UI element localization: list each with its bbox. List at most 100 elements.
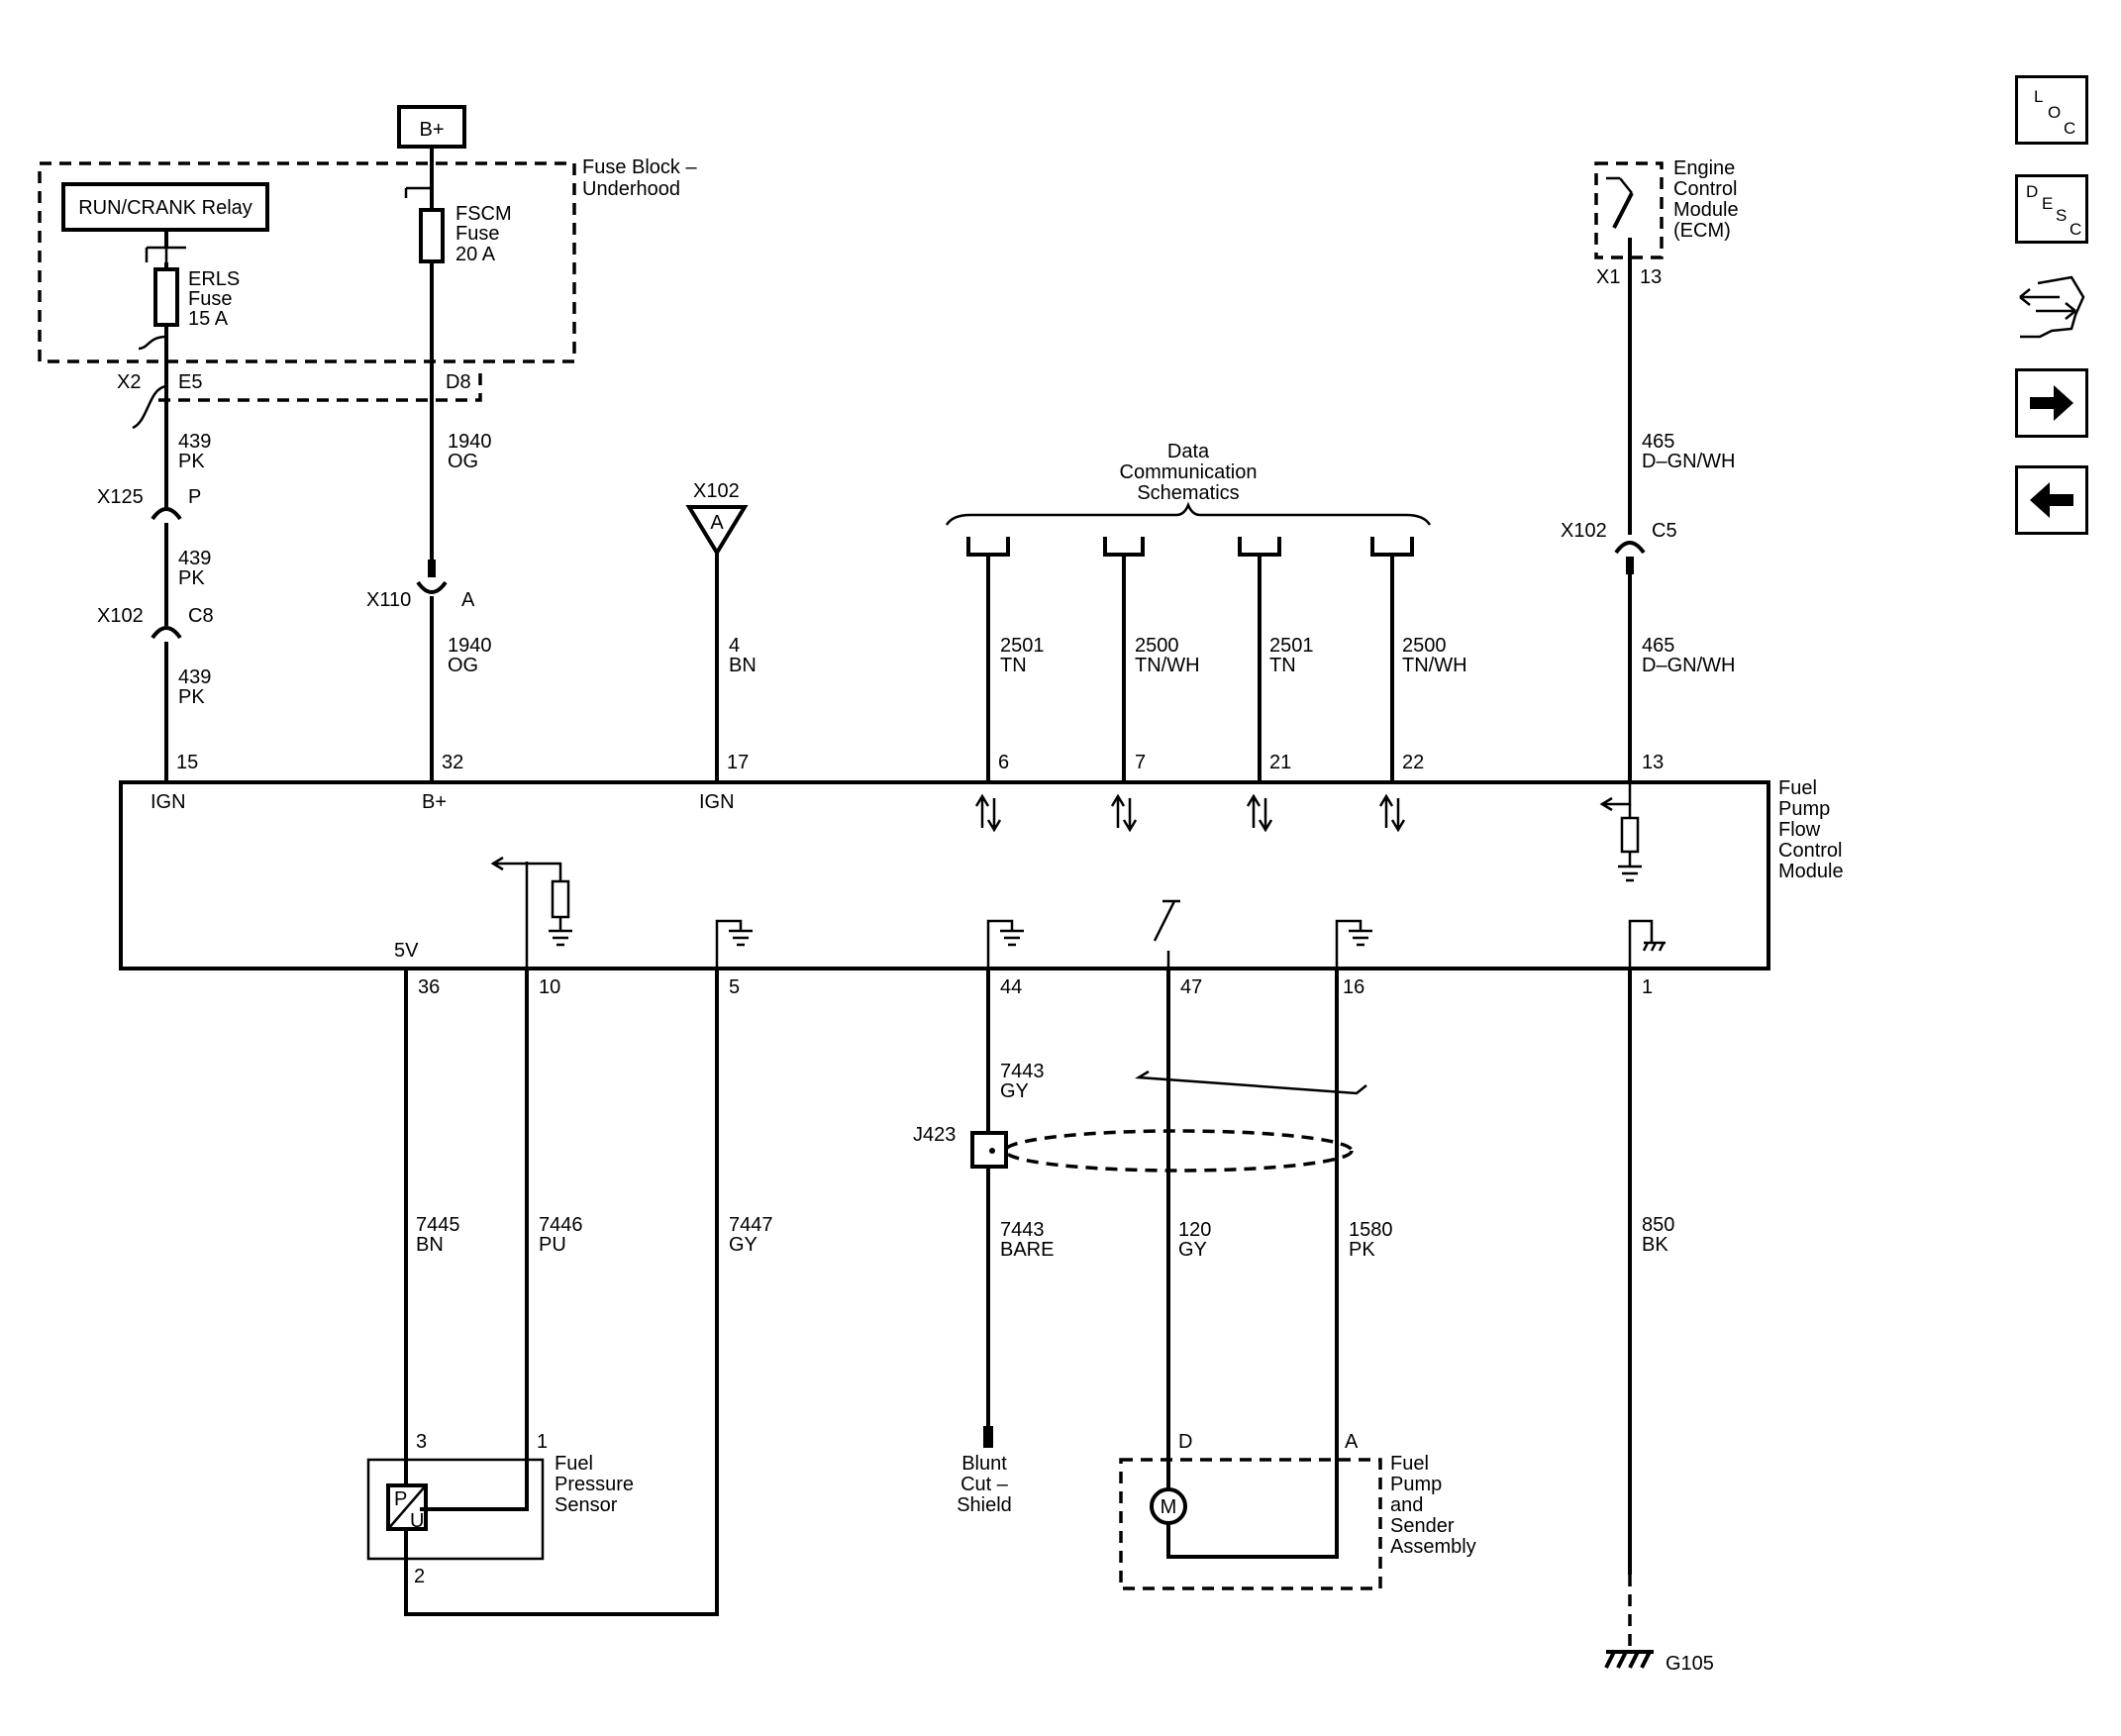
shield-label-3: Shield	[957, 1494, 1012, 1516]
sensor-pin-2: 2	[414, 1566, 425, 1587]
w1940a-num: 1940	[448, 431, 492, 453]
w7443b-num: 7443	[1000, 1219, 1045, 1241]
j423-splice: J423	[913, 1124, 1008, 1169]
conn-x2: X2	[117, 371, 141, 393]
fscm-label-3: 20 A	[455, 244, 496, 265]
ecm: Engine Control Module (ECM) X1 13	[1594, 157, 1739, 288]
fscm-label-2: Fuse	[455, 223, 499, 245]
conn-j423: J423	[913, 1124, 956, 1146]
serial-data-arrows	[974, 793, 1406, 833]
pin-top-17: 17	[727, 752, 749, 773]
conn-c8: C8	[188, 605, 214, 627]
w850-num: 850	[1642, 1214, 1674, 1236]
label-ign-1: IGN	[151, 791, 186, 813]
description-button[interactable]: D E S C	[2015, 174, 2088, 244]
twisted-pair-shield	[1003, 1129, 1354, 1173]
module-pullup-ecm	[1599, 782, 1642, 882]
fuel-pump-flow-control-module	[119, 780, 1770, 970]
w465a-color: D–GN/WH	[1642, 451, 1735, 472]
ecm-label-4: (ECM)	[1673, 220, 1731, 242]
x125-connector	[151, 507, 182, 521]
pump-label-5: Assembly	[1390, 1536, 1476, 1558]
pin-top-15: 15	[176, 752, 198, 773]
shield-label-1: Blunt	[961, 1453, 1007, 1475]
conn-c5: C5	[1652, 520, 1677, 542]
fuel-pump-sender-assembly: M D A Fuel Pump and Sender Assembly	[1119, 1431, 1476, 1590]
w2501a-color: TN	[1000, 655, 1027, 676]
previous-arrow-icon	[2030, 482, 2073, 518]
w439b-color: PK	[178, 567, 205, 589]
w2501b-color: TN	[1269, 655, 1296, 676]
conn-x125-pin: P	[188, 486, 201, 508]
pin-top-6: 6	[998, 752, 1009, 773]
label-ign-2: IGN	[699, 791, 735, 813]
w2501b-num: 2501	[1269, 635, 1314, 657]
data-comm-bracket	[945, 501, 1432, 526]
next-arrow-icon	[2030, 385, 2073, 421]
previous-button[interactable]	[2015, 465, 2088, 535]
w850-color: BK	[1642, 1234, 1668, 1256]
pin-bottom-5: 5	[729, 976, 740, 998]
module-ground-pin5	[715, 919, 753, 969]
module-label-5: Module	[1778, 861, 1844, 882]
w439b-num: 439	[178, 548, 211, 569]
x102-c5-connector	[1614, 541, 1646, 555]
fuse-block-label-2: Underhood	[582, 178, 680, 200]
desc-letter-c: C	[2070, 220, 2082, 239]
sensor-label-3: Sensor	[555, 1494, 618, 1516]
module-ground-pin16	[1335, 919, 1372, 969]
pump-motor-m: M	[1161, 1496, 1177, 1518]
sensor-pin-3: 3	[416, 1431, 427, 1453]
battery-label: B+	[419, 119, 444, 141]
w4-num: 4	[729, 635, 740, 657]
w7447-num: 7447	[729, 1214, 773, 1236]
pin-top-32: 32	[442, 752, 463, 773]
label-b-plus: B+	[422, 791, 447, 813]
erls-label-1: ERLS	[188, 268, 240, 290]
w7443b-color: BARE	[1000, 1239, 1054, 1261]
next-button[interactable]	[2015, 368, 2088, 438]
module-label-4: Control	[1778, 840, 1842, 862]
pin-top-7: 7	[1135, 752, 1146, 773]
loc-letter-o: O	[2048, 103, 2062, 122]
w1940b-color: OG	[448, 655, 478, 676]
module-switch-pin47	[1153, 899, 1180, 969]
pin-bottom-36: 36	[418, 976, 440, 998]
x102-a-pin: A	[710, 512, 724, 534]
module-chassis-ground-pin1	[1628, 919, 1666, 969]
sensor-label-2: Pressure	[555, 1474, 634, 1495]
x102-a-triangle: A X102	[685, 480, 749, 557]
connector-view-icon[interactable]	[2019, 275, 2085, 339]
w439a-color: PK	[178, 451, 205, 472]
w7445-color: BN	[416, 1234, 444, 1256]
x110-pin	[428, 560, 436, 577]
shield-label-2: Cut –	[960, 1474, 1009, 1495]
erls-label-2: Fuse	[188, 288, 232, 310]
pin-top-22: 22	[1402, 752, 1424, 773]
ecm-connector: X1	[1596, 266, 1620, 288]
wire-7446	[420, 969, 529, 1511]
w439c-num: 439	[178, 666, 211, 688]
module-label-2: Pump	[1778, 798, 1830, 820]
data-comm-connectors	[966, 537, 1414, 782]
pump-pin-a: A	[1345, 1431, 1359, 1453]
wire-1580	[1166, 969, 1339, 1559]
pin-top-21: 21	[1269, 752, 1291, 773]
w439c-color: PK	[178, 686, 205, 708]
location-button[interactable]: L O C	[2015, 75, 2088, 145]
w7446-color: PU	[539, 1234, 566, 1256]
desc-letter-e: E	[2042, 194, 2054, 213]
label-5v: 5V	[394, 940, 419, 962]
pump-label-1: Fuel	[1390, 1453, 1429, 1475]
module-label-1: Fuel	[1778, 777, 1817, 799]
wire-7447	[404, 969, 719, 1616]
twisted-pair-marker	[1134, 1070, 1367, 1095]
data-comm-label-3: Schematics	[1137, 482, 1239, 504]
desc-letter-s: S	[2056, 206, 2068, 225]
w1580-color: PK	[1349, 1239, 1375, 1261]
w1940b-num: 1940	[448, 635, 492, 657]
w465a-num: 465	[1642, 431, 1674, 453]
w4-color: BN	[729, 655, 757, 676]
fscm-label-1: FSCM	[455, 203, 512, 225]
